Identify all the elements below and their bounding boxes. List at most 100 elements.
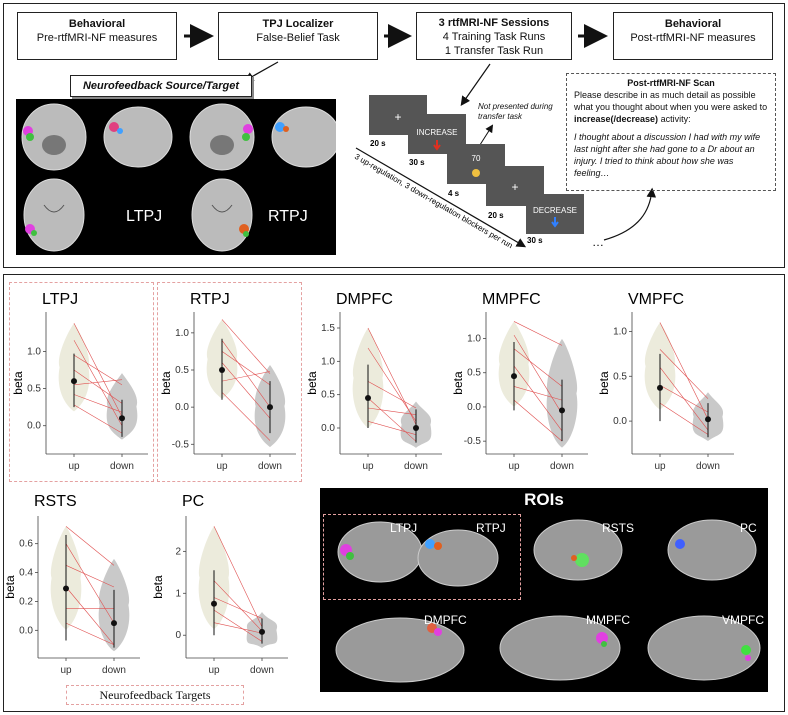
dmpfc-ylabel: beta bbox=[305, 371, 319, 395]
ltpj-ytick-label: 1.0 bbox=[27, 346, 41, 357]
vmpfc-ytick-label: 1.0 bbox=[613, 326, 627, 337]
rsts-title: RSTS bbox=[34, 493, 77, 510]
vmpfc-ylabel: beta bbox=[597, 371, 611, 395]
ltpj-xtick-label: down bbox=[110, 461, 134, 472]
ltpj-target-box bbox=[9, 282, 154, 482]
dmpfc-ytick-label: 1.5 bbox=[321, 323, 335, 334]
rtpj-pair-line bbox=[221, 392, 271, 441]
rtpj-xtick-label: down bbox=[258, 461, 282, 472]
post-scan-prompt: Please describe in as much detail as pos… bbox=[574, 90, 768, 124]
rtpj-pair-line bbox=[221, 319, 271, 374]
rtpj-xtick-label: up bbox=[216, 461, 228, 472]
svg-text:4 s: 4 s bbox=[448, 189, 460, 198]
vmpfc-ytick-label: 0.0 bbox=[613, 416, 627, 427]
roi-label-rsts: RSTS bbox=[602, 521, 634, 535]
roi-tpj-box bbox=[323, 514, 521, 600]
ltpj-ylabel: beta bbox=[11, 371, 25, 395]
rsts-mean-up bbox=[63, 585, 69, 592]
rtpj-target-box bbox=[157, 282, 302, 482]
bottom-panel bbox=[3, 274, 785, 712]
dmpfc-pair-line bbox=[367, 407, 417, 415]
mmpfc-ylabel: beta bbox=[451, 371, 465, 395]
brain-slices: LTPJ RTPJ bbox=[21, 103, 341, 252]
pc-pair-line bbox=[213, 580, 263, 632]
pc-ytick-label: 0 bbox=[175, 630, 181, 641]
dmpfc-pair-line bbox=[367, 347, 417, 422]
pc-mean-down bbox=[259, 628, 265, 635]
svg-text:+: + bbox=[394, 110, 401, 124]
roi-label-dmpfc: DMPFC bbox=[424, 613, 467, 627]
nf-targets-label: Neurofeedback Targets bbox=[99, 688, 211, 702]
rtpj-pair-line bbox=[221, 351, 271, 386]
mmpfc-ytick-label: 1.0 bbox=[467, 334, 481, 345]
not-presented-note: Not presented during transfer task bbox=[478, 102, 553, 121]
mmpfc-mean-up bbox=[511, 373, 517, 380]
post-scan-title: Post-rtfMRI-NF Scan bbox=[627, 78, 715, 88]
rsts-pair-line bbox=[65, 565, 115, 588]
nf-targets-label-box: Neurofeedback Targets bbox=[66, 685, 244, 705]
nf-source-label: Neurofeedback Source/Target bbox=[82, 80, 240, 92]
mmpfc-ytick-label: 0.0 bbox=[467, 402, 481, 413]
rsts-pair-line bbox=[65, 622, 115, 646]
svg-text:+: + bbox=[511, 180, 518, 194]
rsts-ytick-label: 0.2 bbox=[19, 596, 33, 607]
pc-xtick-label: up bbox=[208, 665, 220, 676]
ltpj-pair-line bbox=[73, 394, 123, 413]
roi-label-vmpfc: VMPFC bbox=[722, 613, 764, 627]
pc-xtick-label: down bbox=[250, 665, 274, 676]
vmpfc-mean-up bbox=[657, 384, 663, 391]
ltpj-pair-line bbox=[73, 369, 123, 404]
vmpfc-title: VMPFC bbox=[628, 291, 684, 308]
vmpfc-pair-line bbox=[659, 322, 709, 420]
rtpj-ytick-label: 0.0 bbox=[175, 402, 189, 413]
rtpj-pair-line bbox=[221, 371, 271, 382]
svg-text:INCREASE: INCREASE bbox=[417, 128, 458, 137]
ltpj-xtick-label: up bbox=[68, 461, 80, 472]
dmpfc-pair-line bbox=[367, 421, 417, 435]
roi-label-pc: PC bbox=[740, 521, 757, 535]
rtpj-ytick-label: 0.5 bbox=[175, 365, 189, 376]
dmpfc-xtick-label: down bbox=[404, 461, 428, 472]
mmpfc-pair-line bbox=[513, 365, 563, 432]
mmpfc-pair-line bbox=[513, 334, 563, 414]
mmpfc-pair-line bbox=[513, 386, 563, 401]
vmpfc-pair-line bbox=[659, 349, 709, 399]
ltpj-mean-down bbox=[119, 415, 125, 422]
mmpfc-ytick-label: 0.5 bbox=[467, 368, 481, 379]
brain-label-left: LTPJ bbox=[126, 208, 162, 225]
brain-label-right: RTPJ bbox=[268, 208, 308, 225]
rtpj-pair-line bbox=[221, 362, 271, 419]
rtpj-mean-up bbox=[219, 367, 225, 373]
arrow-sessions-to-task bbox=[460, 63, 491, 106]
dmpfc-pair-line bbox=[367, 381, 417, 409]
pc-pair-line bbox=[213, 597, 263, 619]
ltpj-title: LTPJ bbox=[42, 291, 78, 308]
pc-ytick-label: 1 bbox=[175, 588, 181, 599]
mmpfc-pair-line bbox=[513, 399, 563, 442]
dmpfc-ytick-label: 0.0 bbox=[321, 423, 335, 434]
ltpj-pair-line bbox=[73, 404, 123, 434]
mmpfc-xtick-label: down bbox=[550, 461, 574, 472]
pc-pair-line bbox=[213, 609, 263, 642]
arrow-to-post-scan bbox=[603, 187, 657, 241]
rsts-ytick-label: 0.0 bbox=[19, 625, 33, 636]
rtpj-title: RTPJ bbox=[190, 291, 230, 308]
post-scan-box: Post-rtfMRI-NF Scan Please describe in a… bbox=[566, 73, 776, 191]
roi-title: ROIs bbox=[524, 490, 564, 509]
dmpfc-title: DMPFC bbox=[336, 291, 393, 308]
svg-text:20 s: 20 s bbox=[488, 211, 504, 220]
dmpfc-mean-down bbox=[413, 425, 419, 431]
vmpfc-xtick-label: up bbox=[654, 461, 666, 472]
blocks-label: 3 up-regulation, 3 down-regulation block… bbox=[353, 152, 514, 250]
pc-title: PC bbox=[182, 493, 204, 510]
svg-text:30 s: 30 s bbox=[527, 236, 543, 245]
ltpj-ytick-label: 0.0 bbox=[27, 421, 41, 432]
svg-text:…: … bbox=[592, 235, 604, 249]
dmpfc-ytick-label: 1.0 bbox=[321, 356, 335, 367]
roi-label-rtpj: RTPJ bbox=[476, 521, 506, 535]
vmpfc-pair-line bbox=[659, 384, 709, 413]
svg-text:70: 70 bbox=[472, 154, 481, 163]
rsts-ytick-label: 0.6 bbox=[19, 539, 33, 550]
rsts-pair-line bbox=[65, 543, 115, 624]
